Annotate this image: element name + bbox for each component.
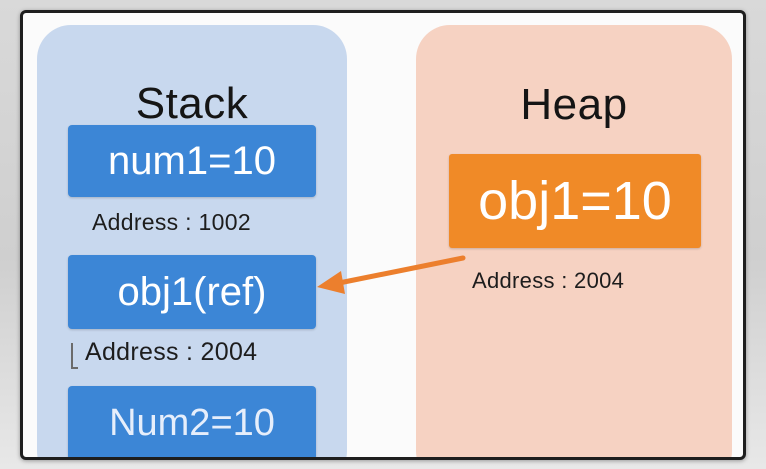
stack-panel: Stack num1=10 Address : 1002 obj1(ref) A…	[37, 25, 347, 457]
stack-item-num1: num1=10	[68, 125, 316, 197]
stack-item-obj1-ref-address: Address : 2004	[85, 338, 258, 366]
stack-title: Stack	[135, 79, 249, 128]
heap-item-obj1-address: Address : 2004	[472, 268, 625, 293]
slide-frame: Stack num1=10 Address : 1002 obj1(ref) A…	[20, 10, 746, 460]
stack-item-num2: Num2=10	[68, 386, 316, 457]
text-cursor-mark	[71, 343, 78, 369]
heap-panel: Heap obj1=10 Address : 2004	[416, 25, 732, 457]
heap-item-obj1: obj1=10	[449, 154, 701, 248]
stack-item-num1-address: Address : 1002	[92, 209, 251, 235]
stack-item-obj1-ref: obj1(ref)	[68, 255, 316, 329]
heap-title: Heap	[520, 80, 628, 129]
